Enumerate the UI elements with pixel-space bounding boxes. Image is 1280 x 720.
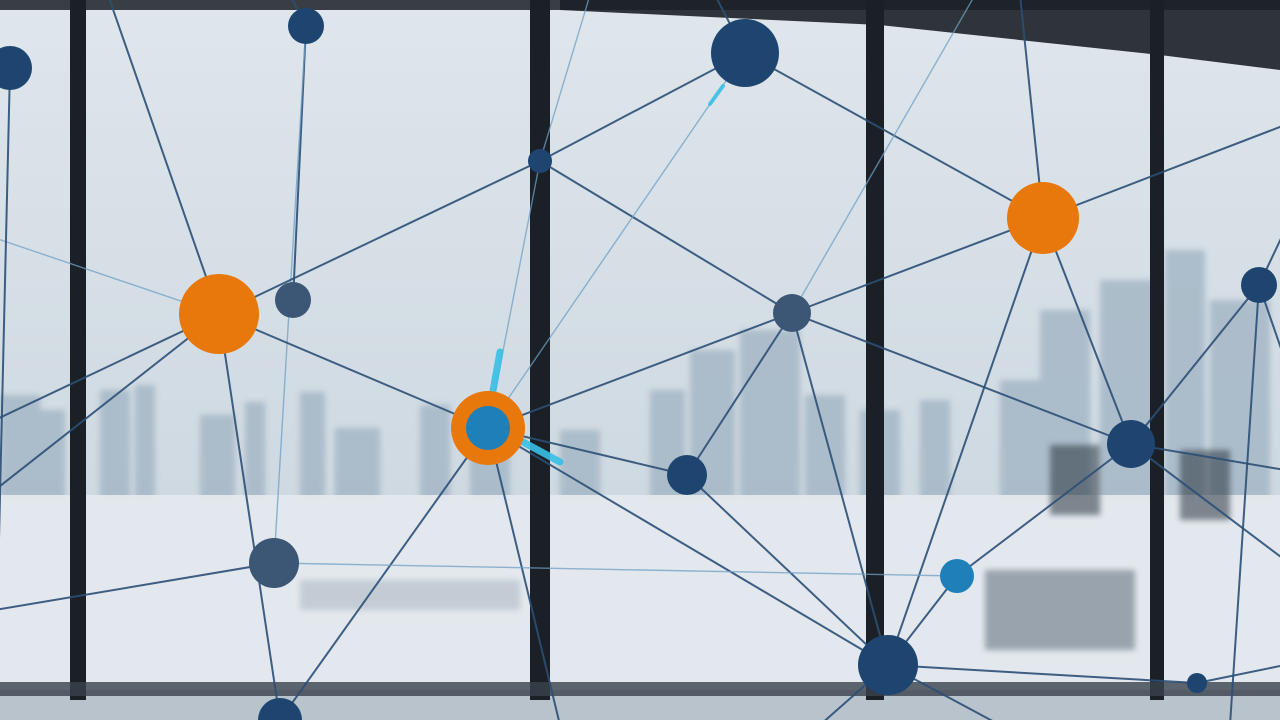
dark-object xyxy=(1050,445,1100,515)
network-edge xyxy=(791,0,973,314)
highlight-stroke xyxy=(708,84,725,106)
window-mullion xyxy=(866,0,884,700)
building xyxy=(135,385,155,500)
network-node xyxy=(258,698,302,720)
network-edge xyxy=(1130,284,1260,445)
window-mullion xyxy=(530,0,550,700)
network-edge xyxy=(539,0,590,162)
building xyxy=(200,415,235,500)
node-circle xyxy=(1241,267,1277,303)
window-frames xyxy=(0,0,1280,700)
network-edge xyxy=(0,313,220,419)
network-node xyxy=(773,294,811,332)
network-node xyxy=(940,559,974,593)
network-edge xyxy=(791,312,889,666)
network-edge xyxy=(1042,217,1132,445)
desk xyxy=(985,570,1135,650)
network-node xyxy=(1107,420,1155,468)
node-circle xyxy=(773,294,811,332)
network-edge xyxy=(686,312,793,476)
network-node xyxy=(249,538,299,588)
building xyxy=(40,410,65,500)
dark-object xyxy=(1180,450,1230,520)
node-circle xyxy=(711,19,779,87)
network-edge xyxy=(108,0,220,315)
building xyxy=(740,330,800,500)
network-edge xyxy=(218,160,541,315)
building xyxy=(245,402,265,500)
window-mullion xyxy=(70,0,86,700)
building xyxy=(100,390,130,500)
network-node-orange xyxy=(451,391,525,465)
network-edge xyxy=(1130,443,1280,471)
network-edge xyxy=(487,52,746,429)
network-node xyxy=(275,282,311,318)
network-edge xyxy=(487,312,793,429)
room-furniture xyxy=(300,445,1230,650)
network-edge xyxy=(1229,284,1260,720)
node-circle xyxy=(1007,182,1079,254)
node-circle xyxy=(858,635,918,695)
network-edge xyxy=(0,562,275,611)
node-circle xyxy=(528,149,552,173)
network-edge xyxy=(956,443,1132,577)
network-node xyxy=(288,8,324,44)
node-circle xyxy=(1187,673,1207,693)
node-circle xyxy=(1107,420,1155,468)
network-edge xyxy=(1042,125,1280,219)
network-edge xyxy=(487,427,560,720)
building xyxy=(420,405,450,500)
network-node xyxy=(1187,673,1207,693)
network-edge xyxy=(791,312,1132,445)
node-circle xyxy=(288,8,324,44)
building xyxy=(0,395,40,500)
building xyxy=(1000,380,1040,500)
network-node-orange xyxy=(1007,182,1079,254)
network-node xyxy=(858,635,918,695)
network-node xyxy=(667,455,707,495)
bottom-frame xyxy=(0,682,1280,696)
network-edge xyxy=(1196,665,1280,684)
network-edge xyxy=(487,427,889,666)
node-circle xyxy=(0,46,32,90)
node-circle xyxy=(667,455,707,495)
network-edge xyxy=(0,67,11,539)
network-edge xyxy=(539,52,746,162)
network-node-orange xyxy=(179,274,259,354)
node-circle xyxy=(258,698,302,720)
building xyxy=(920,400,950,500)
node-circle xyxy=(940,559,974,593)
node-circle xyxy=(275,282,311,318)
header-beam xyxy=(560,0,1280,70)
network-edge xyxy=(0,313,220,488)
node-inner-circle xyxy=(466,406,510,450)
network-edge xyxy=(273,562,958,577)
network-node xyxy=(0,46,32,90)
building xyxy=(560,430,600,500)
node-circle xyxy=(179,274,259,354)
network-nodes xyxy=(0,8,1277,720)
network-node xyxy=(528,149,552,173)
network-node xyxy=(711,19,779,87)
node-circle xyxy=(249,538,299,588)
building xyxy=(335,428,380,500)
network-edge xyxy=(279,427,489,720)
building xyxy=(300,392,325,500)
window-mullion xyxy=(1150,0,1164,700)
network-edge xyxy=(887,217,1044,666)
network-edge xyxy=(791,217,1044,314)
network-edge xyxy=(887,664,1198,684)
network-edge xyxy=(1019,0,1044,219)
network-node xyxy=(1241,267,1277,303)
network-edge xyxy=(218,313,281,720)
network-edge xyxy=(218,313,489,429)
network-edge xyxy=(1130,443,1280,558)
network-edge xyxy=(539,160,793,314)
sill xyxy=(300,580,520,610)
network-edge xyxy=(686,474,889,666)
highlight-stroke xyxy=(519,438,564,466)
